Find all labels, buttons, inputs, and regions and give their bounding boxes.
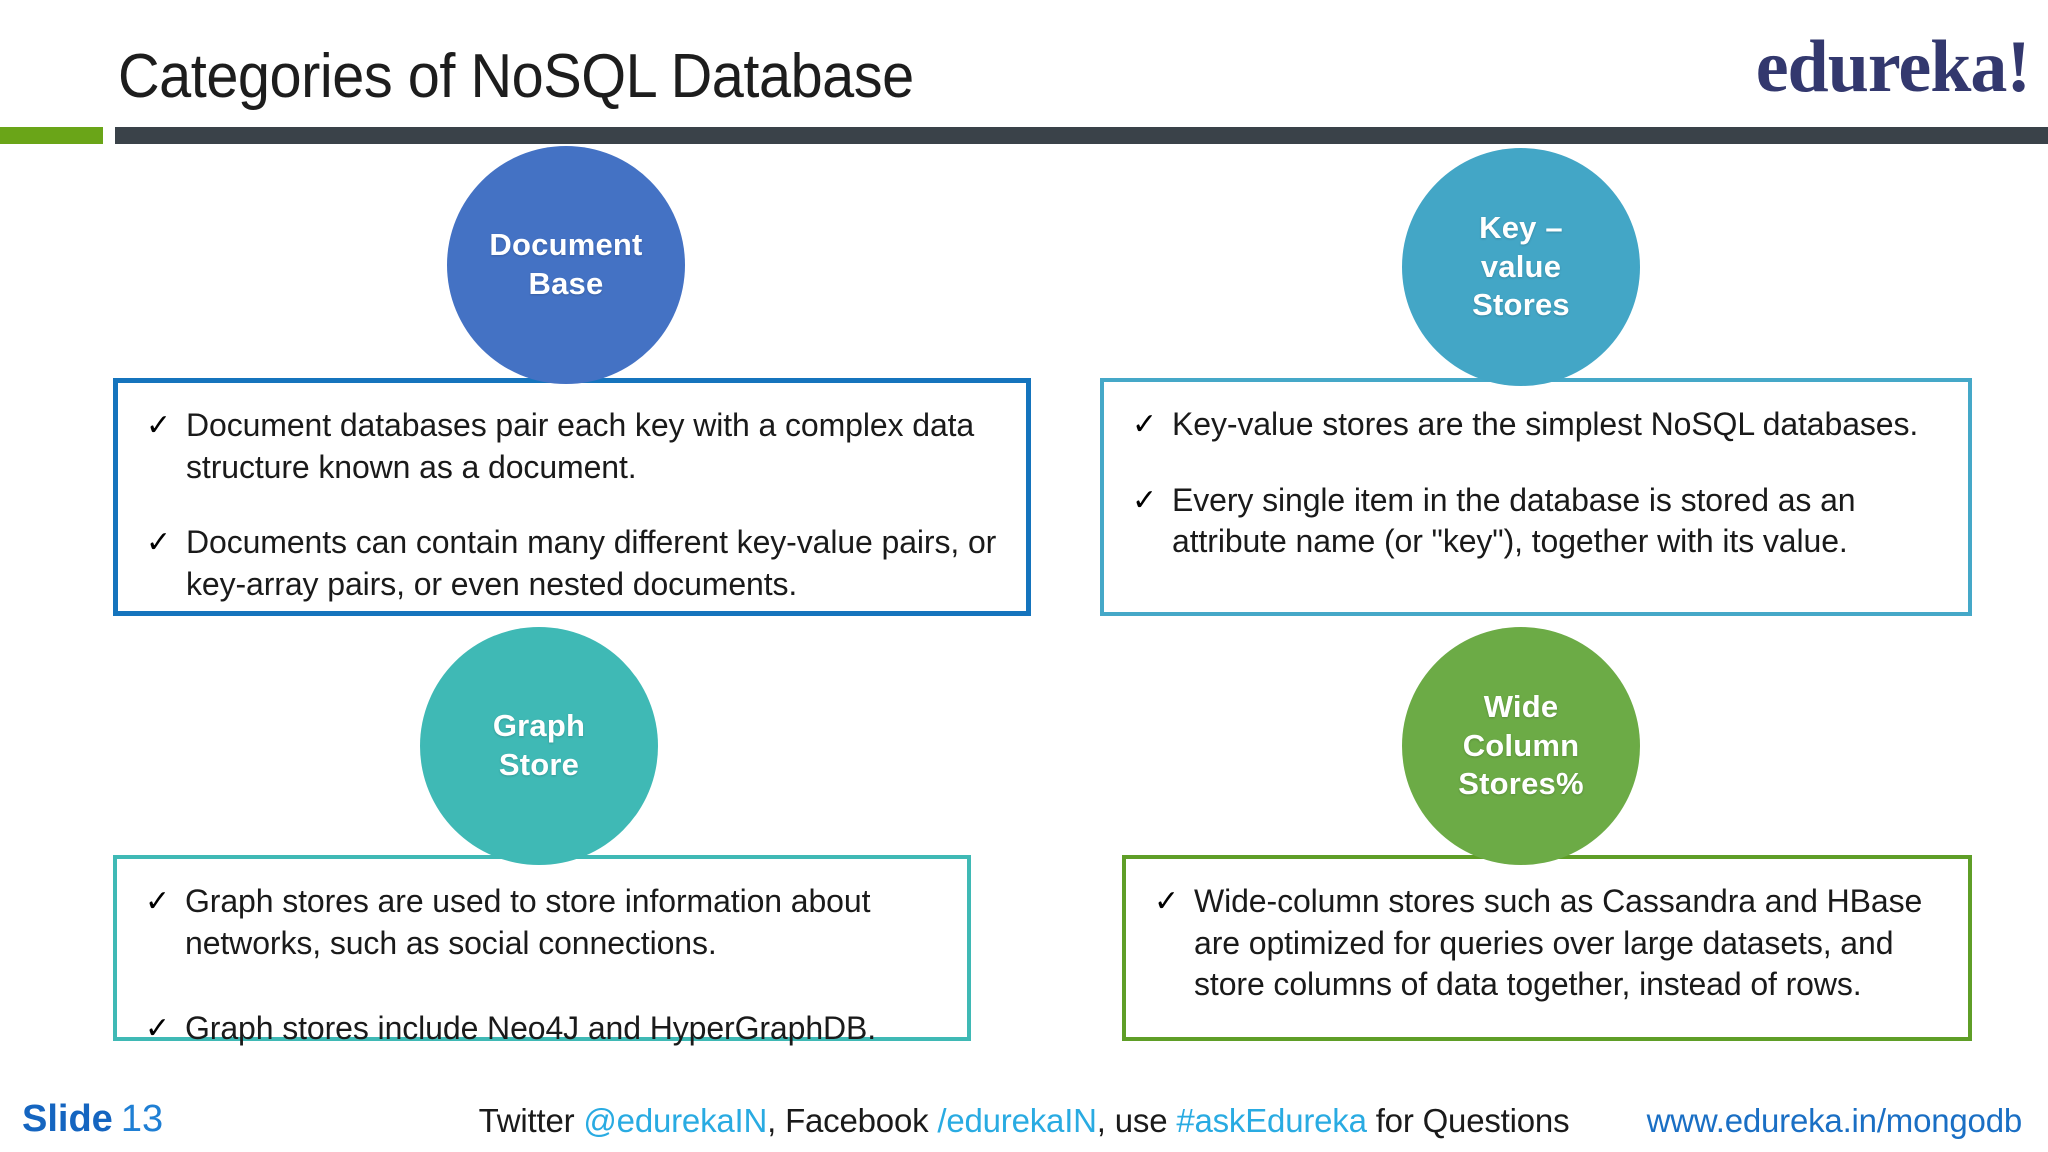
bullet-list-document-base: ✓ Document databases pair each key with … [144, 405, 1000, 605]
list-item: ✓ Every single item in the database is s… [1130, 480, 1942, 563]
course-url-link[interactable]: www.edureka.in/mongodb [1646, 1102, 2023, 1139]
slide-number: 13 [120, 1098, 164, 1140]
check-icon: ✓ [1132, 408, 1158, 441]
page-title: Categories of NoSQL Database [118, 42, 914, 111]
list-item-text: Graph stores are used to store informati… [185, 883, 871, 961]
list-item: ✓ Documents can contain many different k… [144, 522, 1000, 605]
list-item-text: Documents can contain many different key… [186, 524, 997, 602]
bubble-graph-store[interactable]: Graph Store [420, 627, 658, 865]
header-rule-green [0, 127, 103, 144]
panel-wide-column-stores: ✓ Wide-column stores such as Cassandra a… [1122, 855, 1972, 1041]
footer-social-credits: Twitter @edurekaIN, Facebook /edurekaIN,… [479, 1102, 1570, 1140]
list-item-text: Every single item in the database is sto… [1172, 481, 1856, 560]
panel-document-base: ✓ Document databases pair each key with … [113, 378, 1031, 616]
list-item-text: Document databases pair each key with a … [186, 407, 975, 485]
facebook-handle-link[interactable]: /edurekaIN [937, 1102, 1097, 1139]
slide-label: Slide [22, 1098, 113, 1140]
bullet-list-wide-column-stores: ✓ Wide-column stores such as Cassandra a… [1152, 881, 1942, 1006]
bubble-document-base[interactable]: Document Base [447, 146, 685, 384]
footer-separator-1: , Facebook [767, 1102, 938, 1139]
bubble-document-base-label: Document Base [489, 227, 643, 301]
list-item: ✓ Document databases pair each key with … [144, 405, 1000, 488]
header-rule-dark [115, 127, 2048, 144]
check-icon: ✓ [146, 526, 172, 560]
check-icon: ✓ [145, 885, 171, 918]
list-item: ✓ Graph stores include Neo4J and HyperGr… [143, 1008, 941, 1050]
check-icon: ✓ [146, 409, 172, 442]
bullet-list-graph-store: ✓ Graph stores are used to store informa… [143, 881, 941, 1050]
panel-key-value-stores: ✓ Key-value stores are the simplest NoSQ… [1100, 378, 1972, 616]
edureka-logo: edureka! [1755, 26, 2031, 108]
list-item: ✓ Wide-column stores such as Cassandra a… [1152, 881, 1942, 1006]
check-icon: ✓ [1132, 483, 1158, 517]
footer-twitter-prefix: Twitter [478, 1102, 584, 1139]
check-icon: ✓ [145, 1012, 171, 1046]
list-item-text: Key-value stores are the simplest NoSQL … [1172, 406, 1919, 442]
bubble-key-value-stores[interactable]: Key – value Stores [1402, 148, 1640, 386]
bullet-list-key-value-stores: ✓ Key-value stores are the simplest NoSQ… [1130, 404, 1942, 563]
list-item-text: Wide-column stores such as Cassandra and… [1194, 883, 1923, 1003]
panel-graph-store: ✓ Graph stores are used to store informa… [113, 855, 971, 1046]
list-item: ✓ Key-value stores are the simplest NoSQ… [1130, 404, 1942, 446]
bubble-key-value-stores-label: Key – value Stores [1472, 209, 1570, 323]
twitter-handle-link[interactable]: @edurekaIN [583, 1102, 768, 1139]
check-icon: ✓ [1154, 885, 1180, 918]
list-item: ✓ Graph stores are used to store informa… [143, 881, 941, 964]
hashtag-link[interactable]: #askEdureka [1176, 1102, 1367, 1139]
bubble-wide-column-stores-label: Wide Column Stores% [1458, 688, 1584, 802]
footer-separator-2: , use [1096, 1102, 1177, 1139]
footer-suffix: for Questions [1366, 1102, 1570, 1139]
list-item-text: Graph stores include Neo4J and HyperGrap… [185, 1010, 877, 1047]
bubble-graph-store-label: Graph Store [492, 708, 586, 782]
bubble-wide-column-stores[interactable]: Wide Column Stores% [1402, 627, 1640, 865]
